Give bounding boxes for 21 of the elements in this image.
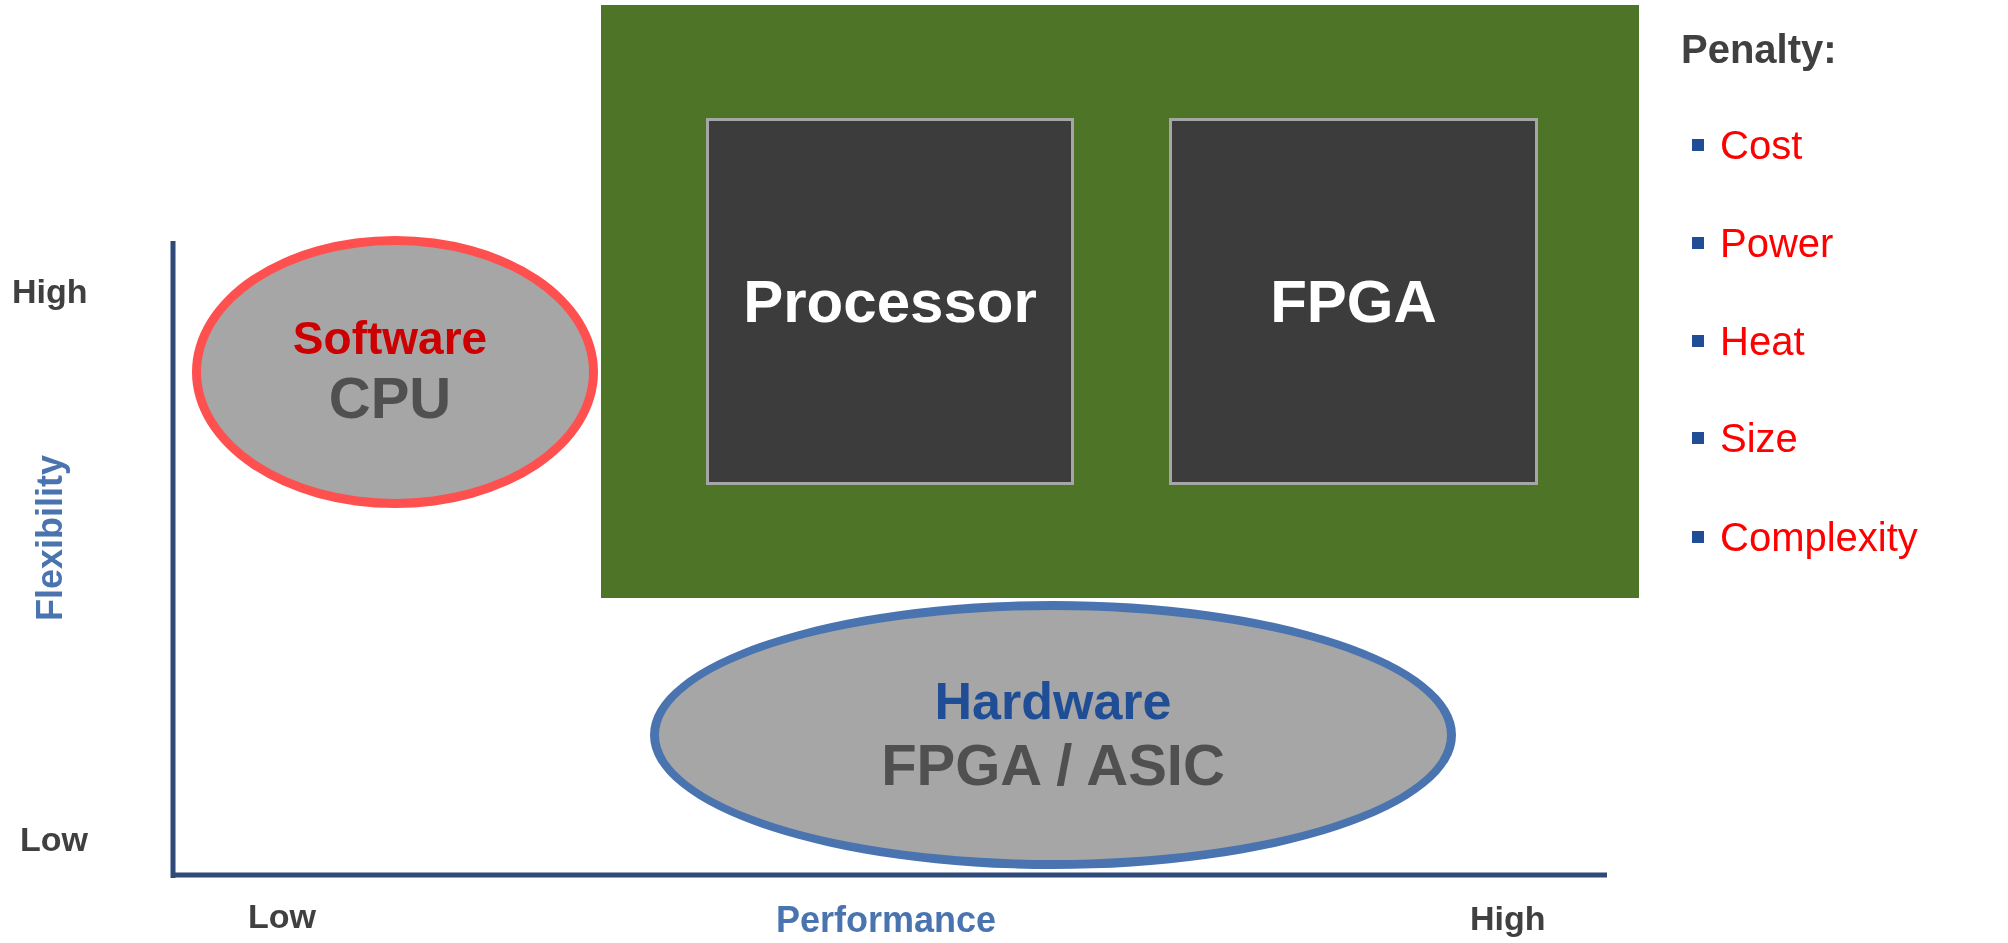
region-subtitle: CPU [328, 365, 452, 432]
list-item: Heat [1720, 318, 1805, 364]
list-item: Complexity [1720, 514, 1918, 560]
axis-tick-label: Low [20, 820, 88, 860]
axis-tick-label: Low [248, 897, 316, 937]
region-title: Software [292, 312, 488, 366]
list-item: Cost [1720, 122, 1803, 168]
fpga-chip [1169, 118, 1538, 485]
list-heading: Penalty: [1681, 26, 1837, 72]
region-subtitle: FPGA / ASIC [881, 731, 1225, 799]
axis-tick-label: High [12, 272, 88, 312]
axis-title: Performance [776, 899, 997, 941]
list-item: Power [1720, 220, 1834, 266]
chip-label: FPGA [1270, 267, 1437, 336]
region-title: Hardware [934, 671, 1172, 732]
list-item: Size [1720, 415, 1798, 461]
axis-tick-label: High [1470, 899, 1546, 939]
chip-label: Processor [743, 267, 1037, 336]
board-panel [601, 5, 1639, 598]
axis-title: Flexibility [29, 455, 71, 622]
processor-chip [706, 118, 1074, 485]
